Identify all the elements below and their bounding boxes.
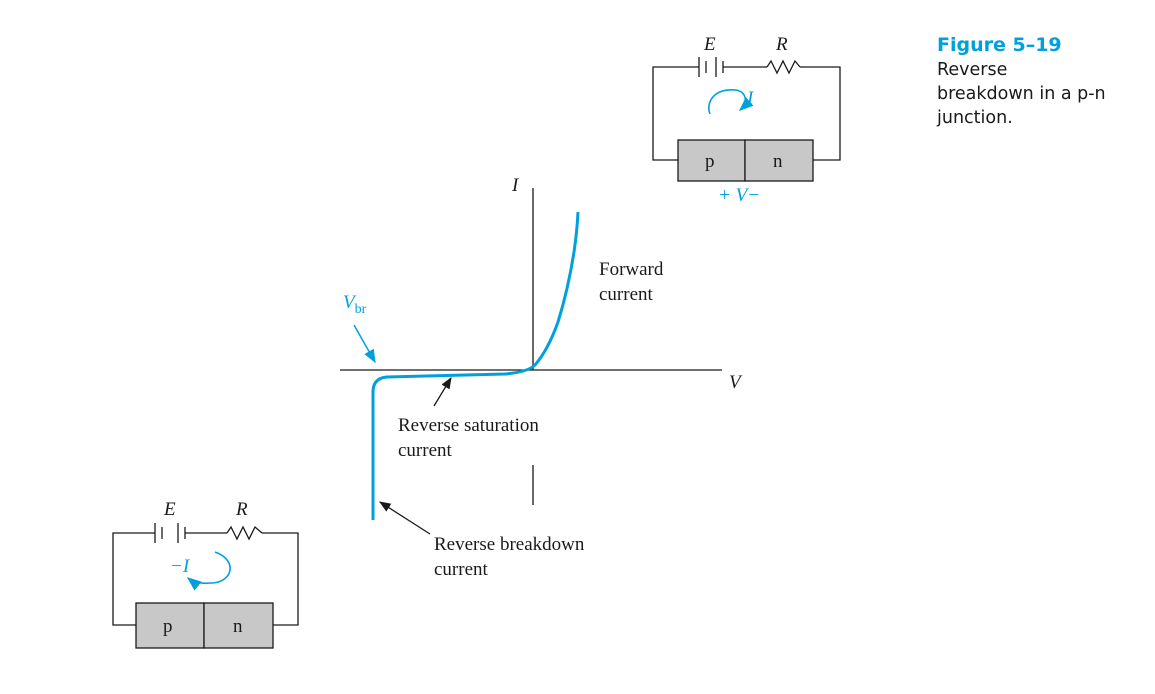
y-axis-label: I bbox=[511, 175, 520, 196]
n-region bbox=[744, 139, 814, 182]
iv-graph: I V Vbr Forward current Reverse saturati… bbox=[340, 175, 743, 580]
current-label: I bbox=[746, 88, 755, 109]
resistor-label: R bbox=[235, 499, 248, 520]
junction-voltage-label: + V− bbox=[718, 185, 760, 206]
figure-caption-text: Reverse breakdown in a p-n junction. bbox=[937, 60, 1106, 128]
resistor-symbol bbox=[226, 525, 263, 541]
battery-symbol bbox=[698, 57, 724, 77]
p-region bbox=[677, 139, 746, 182]
forward-bias-circuit: E R I p n + V− bbox=[652, 34, 841, 206]
current-loop-arrow bbox=[186, 551, 231, 591]
forward-current-label: Forward current bbox=[599, 259, 668, 305]
figure-caption: Figure 5–19 Reverse breakdown in a p-n j… bbox=[937, 32, 1147, 130]
breakdown-current-label: Reverse breakdown current bbox=[434, 534, 589, 580]
current-label: −I bbox=[170, 556, 191, 577]
n-region bbox=[203, 602, 274, 649]
saturation-arrow bbox=[433, 376, 452, 407]
p-label: p bbox=[163, 616, 173, 637]
p-region bbox=[135, 602, 205, 649]
resistor-symbol bbox=[766, 59, 801, 75]
circuit-wire bbox=[112, 532, 299, 626]
n-label: n bbox=[233, 616, 243, 637]
figure-number: Figure 5–19 bbox=[937, 34, 1062, 56]
breakdown-voltage-label: Vbr bbox=[343, 292, 367, 317]
saturation-current-label: Reverse saturation current bbox=[398, 415, 544, 461]
breakdown-current-arrow bbox=[379, 501, 431, 535]
p-label: p bbox=[705, 151, 715, 172]
current-loop-arrow bbox=[708, 89, 754, 115]
breakdown-voltage-arrow bbox=[353, 324, 376, 364]
iv-curve bbox=[371, 211, 580, 520]
resistor-label: R bbox=[775, 34, 788, 55]
battery-label: E bbox=[703, 34, 716, 55]
battery-symbol bbox=[154, 523, 186, 543]
reverse-bias-circuit: E R −I p n bbox=[112, 499, 299, 649]
x-axis-label: V bbox=[729, 372, 743, 393]
n-label: n bbox=[773, 151, 783, 172]
circuit-wire bbox=[652, 66, 841, 161]
battery-label: E bbox=[163, 499, 176, 520]
